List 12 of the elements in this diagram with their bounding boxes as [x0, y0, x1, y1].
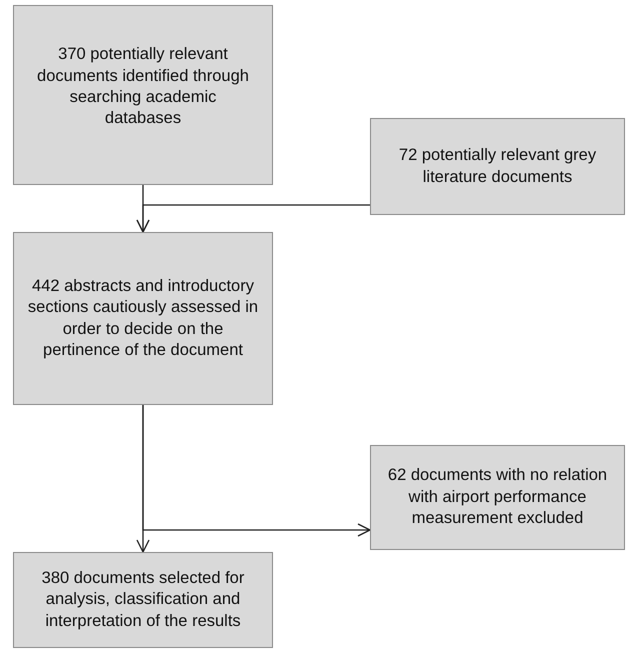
box-text: 442 abstracts and introductory sections cautiously assessed in order to decide on the pertinence of the document [26, 276, 260, 361]
box-text: 380 documents selected for analysis, classification and interpretation of the results [40, 568, 246, 632]
box-text: 72 potentially relevant grey literature documents [398, 145, 598, 188]
box-text: 370 potentially relevant documents identified through searching academic databases [36, 44, 250, 130]
process-box [13, 5, 273, 185]
process-box [13, 552, 273, 648]
arrow [142, 405, 371, 537]
process-box [370, 118, 625, 215]
box-text: 62 documents with no relation with airport performance measurement excluded [386, 465, 608, 530]
process-box [370, 445, 625, 550]
process-box [13, 232, 273, 405]
arrow [136, 204, 370, 233]
